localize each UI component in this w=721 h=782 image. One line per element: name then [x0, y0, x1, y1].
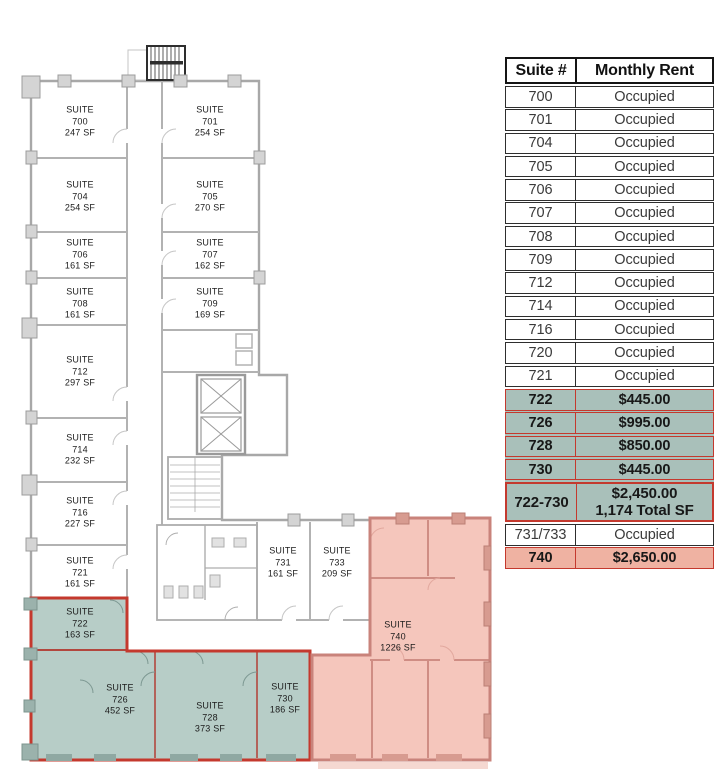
utility-closets: [235, 333, 253, 366]
salmon-suite-740-area: [312, 518, 490, 760]
restroom-icon: [156, 524, 258, 621]
terrace-strip: [318, 762, 488, 769]
pink-suite-walls: [310, 516, 492, 762]
header-rent: Monthly Rent: [595, 61, 694, 79]
door-openings: [125, 129, 343, 622]
door-swing-arcs: [112, 128, 344, 621]
teal-suites-722-730-area: [31, 598, 310, 760]
combined-rent: $2,450.00: [611, 485, 678, 502]
interior-walls: [31, 81, 370, 621]
combined-total-sf: 1,174 Total SF: [595, 502, 694, 520]
available-teal-group: 722$445.00 726$995.00 728$850.00 730$445…: [505, 389, 714, 523]
staircase-core-icon: [167, 456, 223, 520]
table-row-728: 728$850.00: [505, 435, 714, 458]
elevator-icon: [195, 373, 247, 456]
table-row-722-730-combined: 722-730 $2,450.00 1,174 Total SF: [505, 482, 714, 523]
staircase-top-icon: [127, 45, 186, 81]
table-header: Suite # Monthly Rent: [505, 57, 714, 84]
header-suite: Suite #: [507, 59, 577, 82]
table-row-740: 740$2,650.00: [505, 547, 714, 569]
highlight-fills: [31, 518, 490, 769]
table-row-722: 722$445.00: [505, 389, 714, 411]
table-row-726: 726$995.00: [505, 412, 714, 434]
floor-plan: [21, 45, 492, 769]
table-row-730: 730$445.00: [505, 458, 714, 481]
pilasters: [21, 74, 492, 761]
